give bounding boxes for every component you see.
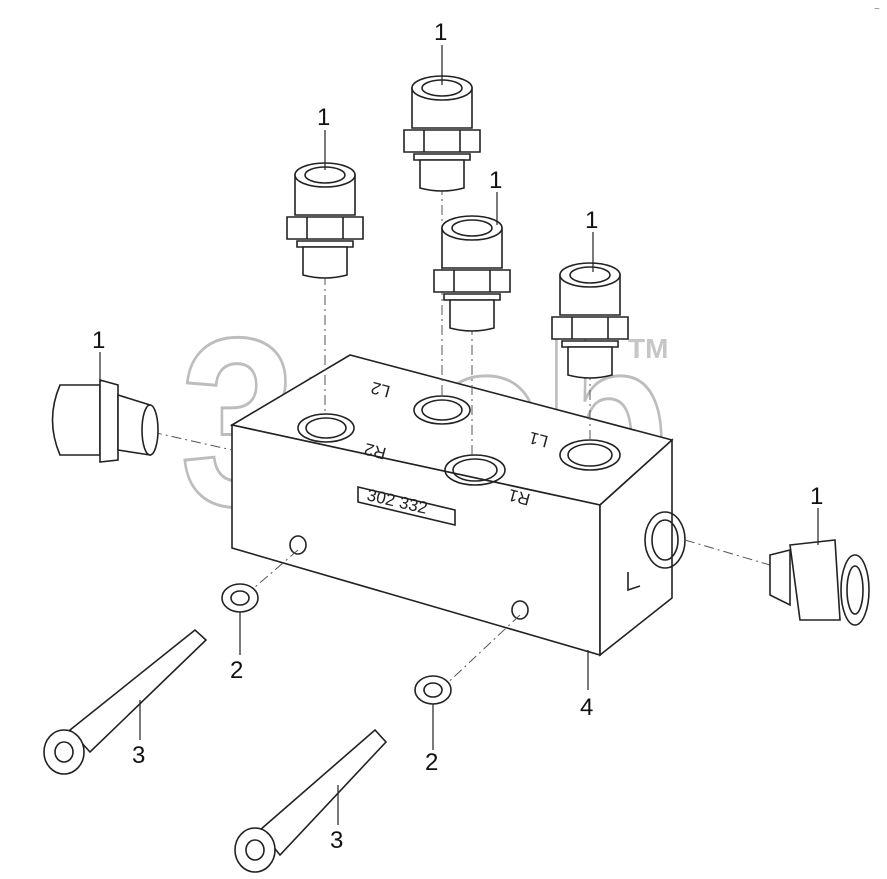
- washer-1: [221, 583, 259, 613]
- callout-washer-a: 2: [230, 657, 243, 684]
- port-label-r2: R2: [362, 439, 388, 463]
- corner-mark: ~: [874, 4, 880, 15]
- callout-fitting-e: 1: [92, 327, 105, 354]
- leader-lines: [99, 45, 819, 825]
- port-label-l2: L2: [369, 378, 392, 401]
- manifold-block: [229, 354, 686, 657]
- washer-2: [414, 675, 452, 705]
- callout-bolt-b: 3: [330, 827, 343, 854]
- port-label-r1: R1: [506, 485, 532, 509]
- bolt-1: [43, 628, 208, 775]
- fitting-top-2: [403, 75, 481, 192]
- callout-fitting-f: 1: [810, 483, 823, 510]
- callout-washer-b: 2: [425, 749, 438, 776]
- fitting-top-1: [286, 162, 364, 279]
- callout-fitting-c: 1: [489, 167, 502, 194]
- callout-block: 4: [580, 694, 593, 721]
- callout-bolt-a: 3: [132, 742, 145, 769]
- port-label-l1: L1: [527, 428, 550, 451]
- watermark-trademark: TM: [628, 333, 668, 364]
- callout-fitting-b: 1: [317, 104, 330, 131]
- callout-fitting-a: 1: [434, 19, 447, 46]
- fitting-right: [769, 539, 870, 626]
- callout-fitting-d: 1: [585, 207, 598, 234]
- fitting-left: [51, 378, 159, 463]
- bolt-2: [234, 728, 388, 873]
